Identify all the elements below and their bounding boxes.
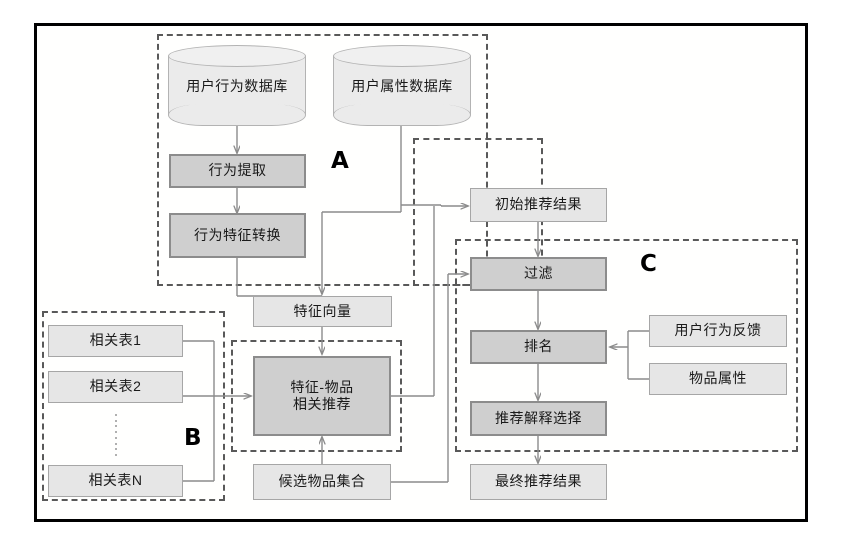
cylinder-top xyxy=(333,45,471,67)
node-final-recommendation-result[interactable]: 最终推荐结果 xyxy=(470,464,607,500)
node-candidate-item-set[interactable]: 候选物品集合 xyxy=(253,464,391,500)
db-user-behavior[interactable]: 用户行为数据库 xyxy=(168,45,306,126)
node-filter[interactable]: 过滤 xyxy=(470,257,607,291)
node-initial-recommendation-result[interactable]: 初始推荐结果 xyxy=(470,188,607,222)
node-behavior-extraction[interactable]: 行为提取 xyxy=(169,154,306,188)
group-b-dashed-box xyxy=(42,311,225,501)
cylinder-bottom xyxy=(333,104,471,126)
group-b-label: B xyxy=(184,425,202,451)
db-user-attribute-label: 用户属性数据库 xyxy=(351,77,453,94)
node-related-table-1[interactable]: 相关表1 xyxy=(48,325,183,357)
node-related-table-2[interactable]: 相关表2 xyxy=(48,371,183,403)
node-ranking[interactable]: 排名 xyxy=(470,330,607,364)
node-item-attribute[interactable]: 物品属性 xyxy=(649,363,787,395)
group-c-label: C xyxy=(640,251,657,277)
cylinder-top xyxy=(168,45,306,67)
cylinder-bottom xyxy=(168,104,306,126)
node-recommendation-explanation-selection[interactable]: 推荐解释选择 xyxy=(470,401,607,436)
group-c-dashed-box xyxy=(455,239,798,452)
node-behavior-feature-transform[interactable]: 行为特征转换 xyxy=(169,213,306,258)
group-a-label: A xyxy=(331,148,349,174)
node-user-behavior-feedback[interactable]: 用户行为反馈 xyxy=(649,315,787,347)
node-feature-vector[interactable]: 特征向量 xyxy=(253,296,392,327)
db-user-behavior-label: 用户行为数据库 xyxy=(186,77,288,94)
db-user-attribute[interactable]: 用户属性数据库 xyxy=(333,45,471,126)
related-tables-ellipsis xyxy=(114,414,117,456)
node-feature-item-recommendation[interactable]: 特征-物品 相关推荐 xyxy=(253,356,391,436)
node-related-table-n[interactable]: 相关表N xyxy=(48,465,183,497)
